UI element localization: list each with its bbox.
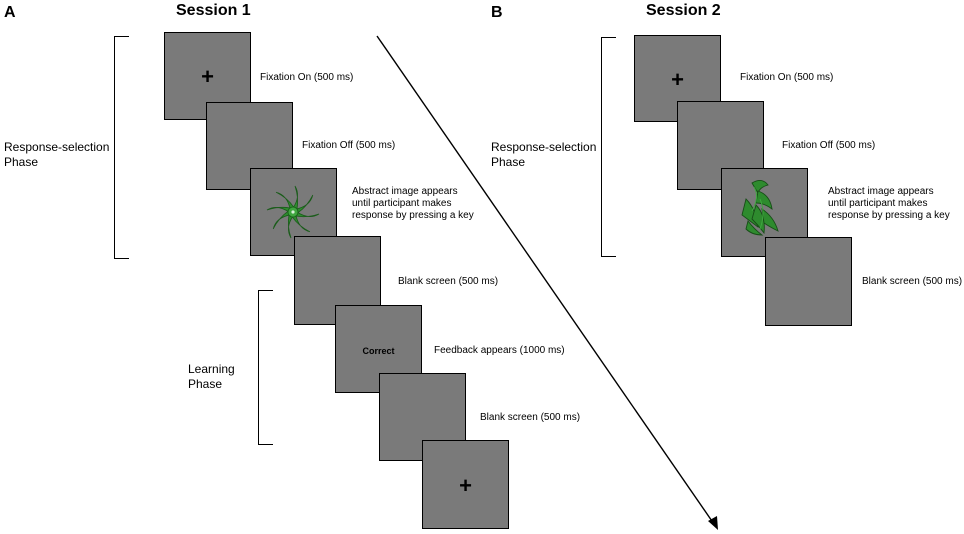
phase-label-line-2: Phase bbox=[491, 155, 526, 169]
response-selection-label-b: Response-selection Phase bbox=[491, 140, 596, 170]
label-fixation-off-a: Fixation Off (500 ms) bbox=[302, 140, 396, 151]
phase-label-line-1: Response-selection bbox=[4, 140, 110, 154]
response-selection-label-a: Response-selection Phase bbox=[4, 140, 109, 170]
label-abstract-image-a: Abstract image appears until participant… bbox=[352, 186, 474, 222]
panel-a-letter: A bbox=[4, 4, 16, 21]
phase-label-line-1: Learning bbox=[188, 362, 235, 376]
learning-label-a: Learning Phase bbox=[188, 362, 235, 392]
panel-b-title: Session 2 bbox=[646, 2, 721, 19]
response-selection-bracket-a bbox=[114, 36, 129, 259]
panel-b-letter: B bbox=[491, 4, 503, 21]
label-abstract-image-b: Abstract image appears until participant… bbox=[828, 186, 950, 222]
phase-label-line-1: Response-selection bbox=[491, 140, 597, 154]
abstract-star-stimulus-icon bbox=[266, 185, 320, 239]
fixation-cross-icon: + bbox=[459, 473, 472, 498]
label-line-1: Abstract image appears bbox=[352, 186, 458, 197]
label-fixation-off-b: Fixation Off (500 ms) bbox=[782, 140, 876, 151]
label-line-2: until participant makes bbox=[352, 198, 452, 209]
fixation-cross-icon: + bbox=[201, 64, 214, 89]
feedback-correct-text: Correct bbox=[362, 346, 395, 356]
label-feedback-a: Feedback appears (1000 ms) bbox=[434, 345, 565, 356]
label-fixation-on-a: Fixation On (500 ms) bbox=[260, 72, 354, 83]
abstract-object-stimulus-icon bbox=[741, 180, 779, 236]
screen-fixation-off-b bbox=[677, 101, 764, 190]
label-blank-b: Blank screen (500 ms) bbox=[862, 276, 963, 287]
learning-bracket-a bbox=[258, 290, 273, 445]
screen-blank-b bbox=[765, 237, 852, 326]
label-fixation-on-b: Fixation On (500 ms) bbox=[740, 72, 834, 83]
label-line-2: until participant makes bbox=[828, 198, 928, 209]
label-line-1: Abstract image appears bbox=[828, 186, 934, 197]
screen-fixation-on-a-2: + bbox=[422, 440, 509, 529]
phase-label-line-2: Phase bbox=[4, 155, 39, 169]
phase-label-line-2: Phase bbox=[188, 377, 223, 391]
label-line-3: response by pressing a key bbox=[828, 210, 950, 221]
panel-a-title: Session 1 bbox=[176, 2, 251, 19]
label-blank-a-2: Blank screen (500 ms) bbox=[480, 412, 581, 423]
fixation-cross-icon: + bbox=[671, 67, 684, 92]
label-line-3: response by pressing a key bbox=[352, 210, 474, 221]
label-blank-a-1: Blank screen (500 ms) bbox=[398, 276, 499, 287]
response-selection-bracket-b bbox=[601, 37, 616, 257]
